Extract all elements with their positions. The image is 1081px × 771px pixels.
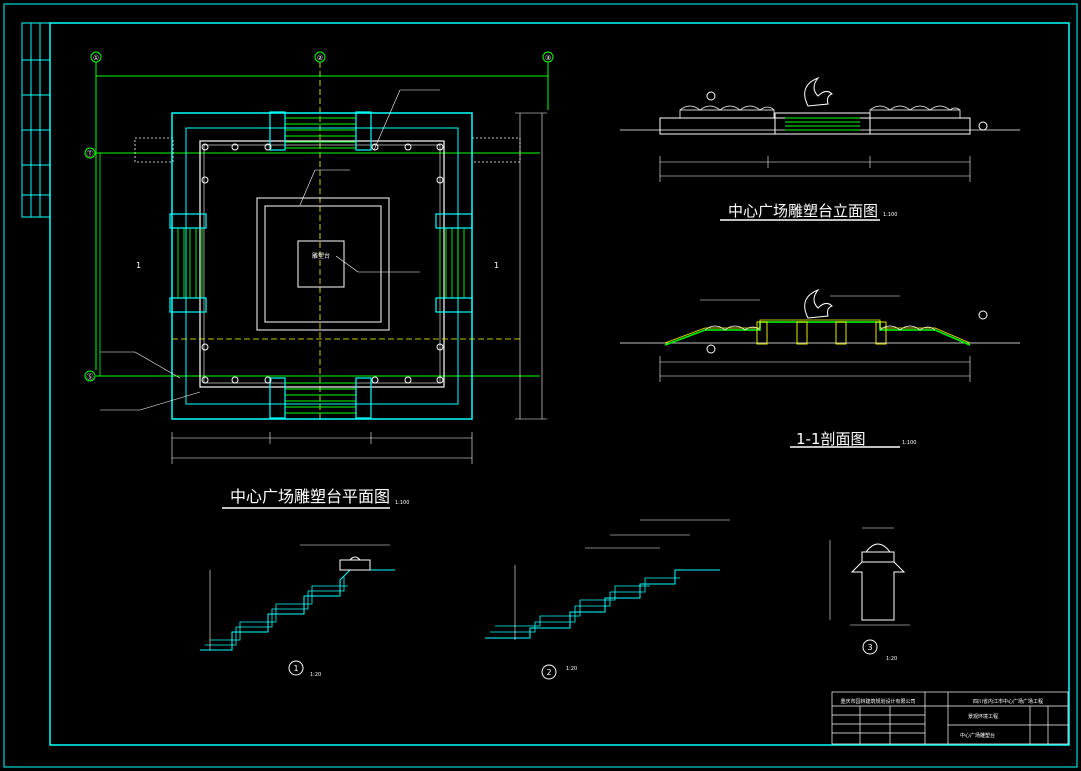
axis-markers-left: Ⓣ Ⓢ: [84, 147, 540, 382]
detail-2: 2 1:20: [485, 519, 730, 680]
title-block-section: 景观环境工程: [968, 713, 998, 720]
title-block-drawing: 中心广场雕塑台: [960, 732, 995, 739]
detail-3: 3 1:20: [829, 527, 910, 662]
detail-3-scale: 1:20: [886, 656, 897, 662]
section-mark-left: 1: [136, 261, 141, 270]
detail-2-number: 2: [546, 668, 551, 677]
detail-2-scale: 1:20: [566, 666, 577, 672]
title-block-company: 重庆市园林建筑规划设计有限公司: [840, 698, 915, 705]
plan-title: 中心广场雕塑台平面图: [230, 487, 390, 506]
detail-3-number: 3: [867, 643, 872, 652]
binding-strip: [21, 22, 51, 218]
plan-view: ① ② ③ Ⓣ Ⓢ: [84, 51, 554, 509]
elevation-title: 中心广场雕塑台立面图: [728, 202, 878, 220]
inner-frame: [49, 22, 1070, 746]
section-mark-right: 1: [494, 261, 499, 270]
section-scale: 1:100: [902, 440, 916, 446]
axis-label-2: ②: [317, 54, 323, 62]
elevation-scale: 1:100: [883, 212, 897, 218]
title-block-project: 四川省内江市中心广场广场工程: [973, 698, 1043, 705]
detail-1: 1 1:20: [200, 544, 395, 678]
detail-1-scale: 1:20: [310, 672, 321, 678]
sculpture-label: 雕塑台: [312, 252, 330, 260]
outer-frame: [3, 3, 1078, 768]
axis-label-s: Ⓢ: [87, 373, 94, 381]
axis-label-t: Ⓣ: [87, 150, 94, 158]
plan-scale: 1:100: [395, 500, 409, 506]
axis-label-1: ①: [93, 54, 99, 62]
title-block: [831, 691, 1069, 745]
elevation-view: 中心广场雕塑台立面图 1:100: [620, 76, 1020, 221]
axis-label-3: ③: [545, 54, 551, 62]
section-title: 1-1剖面图: [796, 430, 866, 448]
detail-1-number: 1: [293, 664, 298, 673]
section-view: 1-1剖面图 1:100: [620, 288, 1020, 448]
axis-markers-top: ① ② ③: [90, 51, 554, 420]
